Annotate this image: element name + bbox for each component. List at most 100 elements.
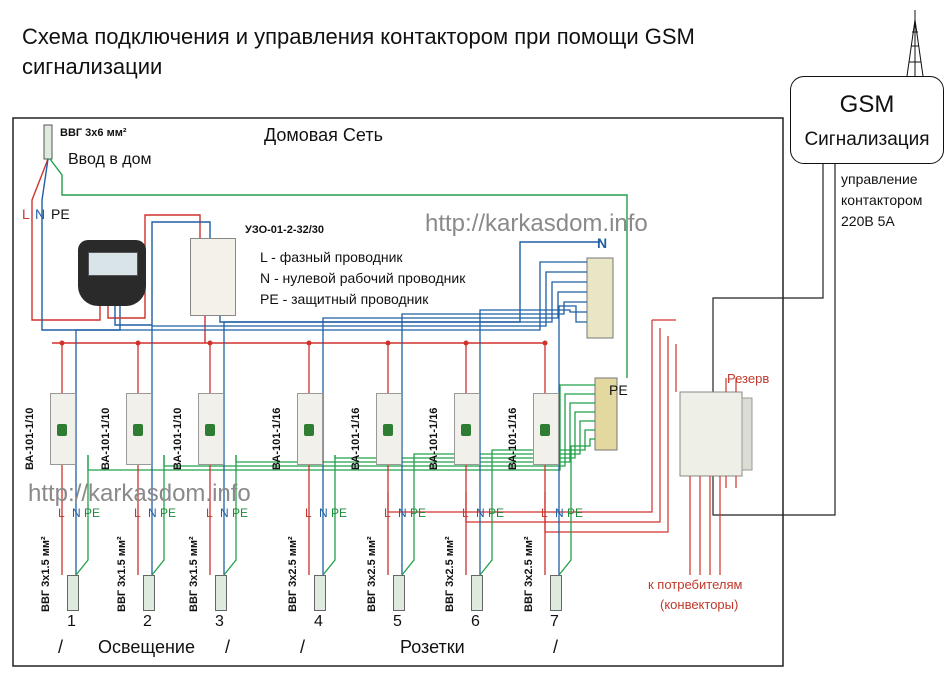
consumer-lines <box>689 378 737 575</box>
input-pe-wire <box>49 158 628 378</box>
busbar-node-2 <box>135 340 141 346</box>
wire-label-n-2: N <box>148 506 157 520</box>
output-cable-6 <box>471 575 483 611</box>
slash-3: / <box>300 637 306 657</box>
circuit-breaker-4 <box>297 393 323 465</box>
breaker-label-3: ВА-101-1/10 <box>172 407 184 470</box>
gsm-control-line1: управление <box>841 171 918 187</box>
cable-label-3: ВВГ 3х1.5 мм² <box>188 536 200 612</box>
group-number-1: 1 <box>67 613 76 630</box>
wire-label-l-1: L <box>58 506 65 520</box>
input-cable-label: ВВГ 3х6 мм² <box>60 127 127 139</box>
output-cable-2 <box>143 575 155 611</box>
antenna-icon <box>906 10 924 77</box>
input-neutral-wire <box>41 158 121 331</box>
pe-return-3 <box>235 402 595 463</box>
n-return-3 <box>223 281 587 335</box>
wire-label-n-3: N <box>220 506 229 520</box>
circuit-breaker-1 <box>50 393 76 465</box>
wire-label-pe-4: PE <box>331 506 348 520</box>
input-n-label: N <box>35 206 46 222</box>
watermark-bottom: http://karkasdom.info <box>28 480 251 507</box>
wire-label-l-4: L <box>305 506 312 520</box>
breaker-label-4: ВА-101-1/16 <box>271 407 283 470</box>
n-return-5 <box>401 301 587 335</box>
wire-label-l-5: L <box>384 506 391 520</box>
busbar-node-6 <box>463 340 469 346</box>
wire-label-n-7: N <box>555 506 564 520</box>
cable-label-5: ВВГ 3х2.5 мм² <box>366 536 378 612</box>
breaker-lever-icon <box>461 424 471 436</box>
circuit-breaker-5 <box>376 393 402 465</box>
busbar-node-7 <box>542 340 548 346</box>
output-cable-5 <box>393 575 405 611</box>
wire-label-n-4: N <box>319 506 328 520</box>
wire-label-pe-2: PE <box>160 506 177 520</box>
output-cable-3 <box>215 575 227 611</box>
meter-display-icon <box>88 252 138 276</box>
input-label: Ввод в дом <box>68 151 152 168</box>
output-cable-7 <box>550 575 562 611</box>
wire-label-pe-7: PE <box>567 506 584 520</box>
breaker-lever-icon <box>133 424 143 436</box>
slash-4: / <box>553 637 559 657</box>
cable-label-4: ВВГ 3х2.5 мм² <box>287 536 299 612</box>
input-phase-wire <box>31 158 101 321</box>
cable-label-2: ВВГ 3х1.5 мм² <box>116 536 128 612</box>
breaker-lever-icon <box>540 424 550 436</box>
group-number-7: 7 <box>550 613 559 630</box>
pe-return-4 <box>334 411 595 459</box>
enclosure-frame <box>12 117 784 667</box>
contactor-side <box>741 397 753 471</box>
legend-n: N - нулевой рабочий проводник <box>260 270 466 286</box>
busbar-node-4 <box>306 340 312 346</box>
network-label: Домовая Сеть <box>264 125 383 145</box>
breaker-lever-icon <box>304 424 314 436</box>
wire-label-n-5: N <box>398 506 407 520</box>
busbar-node-1 <box>59 340 65 346</box>
n-return-4 <box>322 291 587 335</box>
lighting-label: Освещение <box>98 637 195 657</box>
meter-to-rcd-neutral <box>114 221 211 326</box>
gsm-subtitle: Сигнализация <box>804 129 930 150</box>
group-number-6: 6 <box>471 613 480 630</box>
wire-label-l-3: L <box>206 506 213 520</box>
wire-label-l-7: L <box>541 506 548 520</box>
group-number-5: 5 <box>393 613 402 630</box>
sockets-label: Розетки <box>400 637 465 657</box>
pe-return-1 <box>87 384 595 471</box>
group-number-2: 2 <box>143 613 152 630</box>
out-pe-6 <box>479 455 493 576</box>
breaker-label-7: ВА-101-1/16 <box>507 407 519 470</box>
legend-l: L - фазный проводник <box>260 249 403 265</box>
rcd-label: УЗО-01-2-32/30 <box>245 224 325 236</box>
circuit-breaker-7 <box>533 393 559 465</box>
breaker-lever-icon <box>57 424 67 436</box>
out-pe-7 <box>558 455 572 576</box>
wire-label-n-6: N <box>476 506 485 520</box>
input-cable <box>43 124 53 160</box>
gsm-alarm-box: GSM Сигнализация <box>790 76 944 164</box>
out-pe-5 <box>401 455 415 576</box>
pe-return-2 <box>163 393 595 467</box>
rcd-device <box>190 238 236 316</box>
busbar-node-3 <box>207 340 213 346</box>
n-return-1 <box>75 261 587 335</box>
electricity-meter <box>78 240 146 306</box>
output-cable-4 <box>314 575 326 611</box>
busbar-node-5 <box>385 340 391 346</box>
wire-label-l-6: L <box>462 506 469 520</box>
wire-label-n-1: N <box>72 506 81 520</box>
output-cable-1 <box>67 575 79 611</box>
diagram-title: Схема подключения и управления контактор… <box>22 24 695 79</box>
pe-return-7 <box>570 438 595 455</box>
contactor <box>679 391 743 477</box>
consumers-line2: (конвекторы) <box>660 597 739 612</box>
gsm-title: GSM <box>839 91 895 118</box>
n-busbar <box>586 257 614 339</box>
input-pe-label: PE <box>51 206 70 222</box>
breaker-label-6: ВА-101-1/16 <box>428 407 440 470</box>
breaker-label-5: ВА-101-1/16 <box>350 407 362 470</box>
breaker-label-1: ВА-101-1/10 <box>24 407 36 470</box>
